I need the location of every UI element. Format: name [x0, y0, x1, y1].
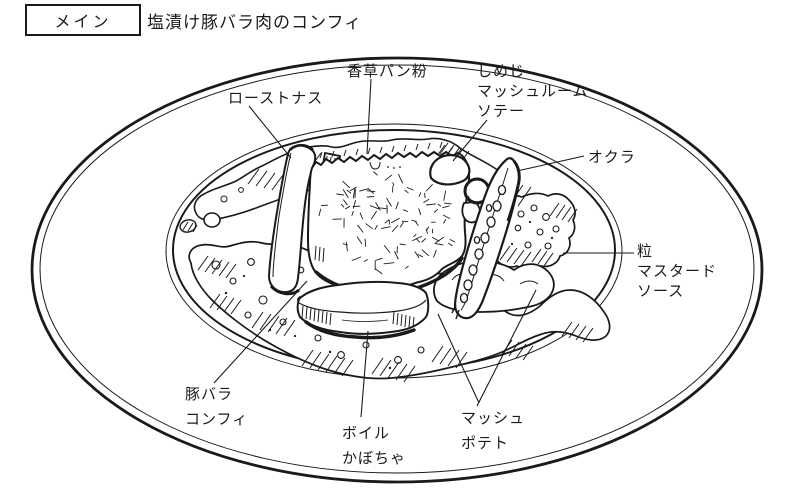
- herb-panko-speckles: [318, 171, 456, 275]
- label-line: マッシュ: [461, 409, 526, 427]
- mushroom-cap-2-inner: [467, 195, 482, 203]
- label-roasted-eggplant: ローストナス: [228, 88, 323, 108]
- label-line: コンフィ: [185, 410, 249, 428]
- leader-mashed-potato-right: [476, 289, 537, 407]
- leader-mashed-potato-left: [437, 313, 480, 404]
- label-line: マスタード: [637, 262, 718, 280]
- pumpkin-front-shadow: [304, 320, 416, 340]
- label-line: ソテー: [477, 102, 526, 120]
- sauce-pool-hatch-3: [251, 311, 296, 337]
- leader-herb-panko: [366, 78, 372, 155]
- label-line: ソース: [637, 282, 685, 300]
- boiled-pumpkin-slice: [296, 280, 430, 340]
- leader-boiled-pumpkin: [360, 330, 369, 418]
- crust-fuzz-ticks: [319, 141, 443, 159]
- category-label: メイン: [54, 12, 112, 31]
- okra-base-cap: [451, 304, 460, 320]
- sauce-pool-hatch-1: [197, 255, 237, 279]
- okra-pod: [451, 157, 521, 320]
- okra-seeds: [459, 184, 507, 304]
- dish-title: 塩漬け豚バラ肉のコンフィ: [147, 13, 363, 33]
- label-line: ローストナス: [228, 89, 324, 107]
- eggplant-top-accent: [289, 143, 314, 151]
- sauce-pool-hatch-7: [561, 321, 594, 343]
- sauce-grain: [220, 195, 228, 203]
- stray-blob-round: [203, 212, 221, 228]
- sauce-grain: [238, 187, 244, 193]
- shimeji-mushrooms: [429, 142, 532, 224]
- label-line: しめじ: [477, 62, 526, 80]
- mustard-blob-grains: [514, 204, 560, 250]
- crust-u-mark: [369, 161, 381, 170]
- mushroom-cap-1: [429, 153, 471, 186]
- label-line: かぼちゃ: [342, 449, 407, 467]
- label-line: マッシュルーム: [477, 82, 589, 100]
- sauce-pool-hatch-6: [431, 345, 468, 369]
- mustard-blob-hatch-2: [499, 245, 532, 267]
- eggplant-skin-line: [272, 152, 292, 278]
- pumpkin-rim-midline: [341, 319, 389, 322]
- sauce-back-hatch-1: [247, 168, 284, 191]
- pumpkin-rim-hatch-right: [392, 311, 415, 328]
- plate-outer-rim-inner-line: [39, 64, 755, 474]
- label-line: 粒: [637, 242, 654, 260]
- sauce-pool-hatch-2: [209, 293, 242, 315]
- label-mashed-potato: マッシュ ポテト: [461, 406, 525, 456]
- label-pork-belly-confit: 豚バラ コンフィ: [185, 382, 248, 432]
- label-grain-mustard-sauce: 粒 マスタード ソース: [637, 241, 717, 301]
- okra-top-accent: [506, 160, 521, 222]
- eggplant-outline: [267, 144, 317, 294]
- label-line: ポテト: [461, 434, 510, 452]
- okra-cut-face-line: [460, 167, 509, 311]
- leader-okra: [516, 155, 585, 172]
- sauce-stray-blobs: [179, 212, 221, 233]
- leader-shimeji: [452, 119, 488, 162]
- pumpkin-rim-line: [298, 299, 427, 314]
- sauce-pool-hatch-4: [301, 349, 354, 377]
- sauce-pool-hatch-5: [371, 357, 416, 383]
- mustard-blob-hatch-3: [531, 248, 554, 267]
- category-box: メイン: [25, 4, 141, 36]
- pumpkin-rim-hatch-left: [301, 305, 332, 326]
- potato-lump-line-3: [519, 280, 539, 285]
- label-boiled-pumpkin: ボイル かぼちゃ: [342, 421, 406, 471]
- leader-pork-belly: [213, 280, 308, 384]
- mustard-blob-dots: [510, 220, 554, 246]
- leader-lines: [213, 78, 634, 418]
- label-shimeji-mushroom-saute: しめじ マッシュルーム ソテー: [477, 61, 589, 121]
- label-okra: オクラ: [588, 147, 636, 167]
- label-herb-panko: 香草パン粉: [347, 61, 428, 81]
- label-line: 豚バラ: [185, 385, 234, 403]
- mustard-blob-hatch-1: [549, 202, 578, 223]
- leader-roasted-eggplant: [248, 105, 292, 159]
- stray-blob-hatch: [182, 221, 198, 233]
- crust-dot-row: [387, 166, 401, 169]
- label-line: ボイル: [342, 424, 391, 442]
- sauce-pool-dots: [224, 274, 392, 370]
- label-line: 香草パン粉: [347, 62, 428, 80]
- roasted-eggplant-slab: [267, 143, 317, 296]
- meat-side-hatch: [314, 245, 325, 263]
- label-line: オクラ: [588, 148, 636, 166]
